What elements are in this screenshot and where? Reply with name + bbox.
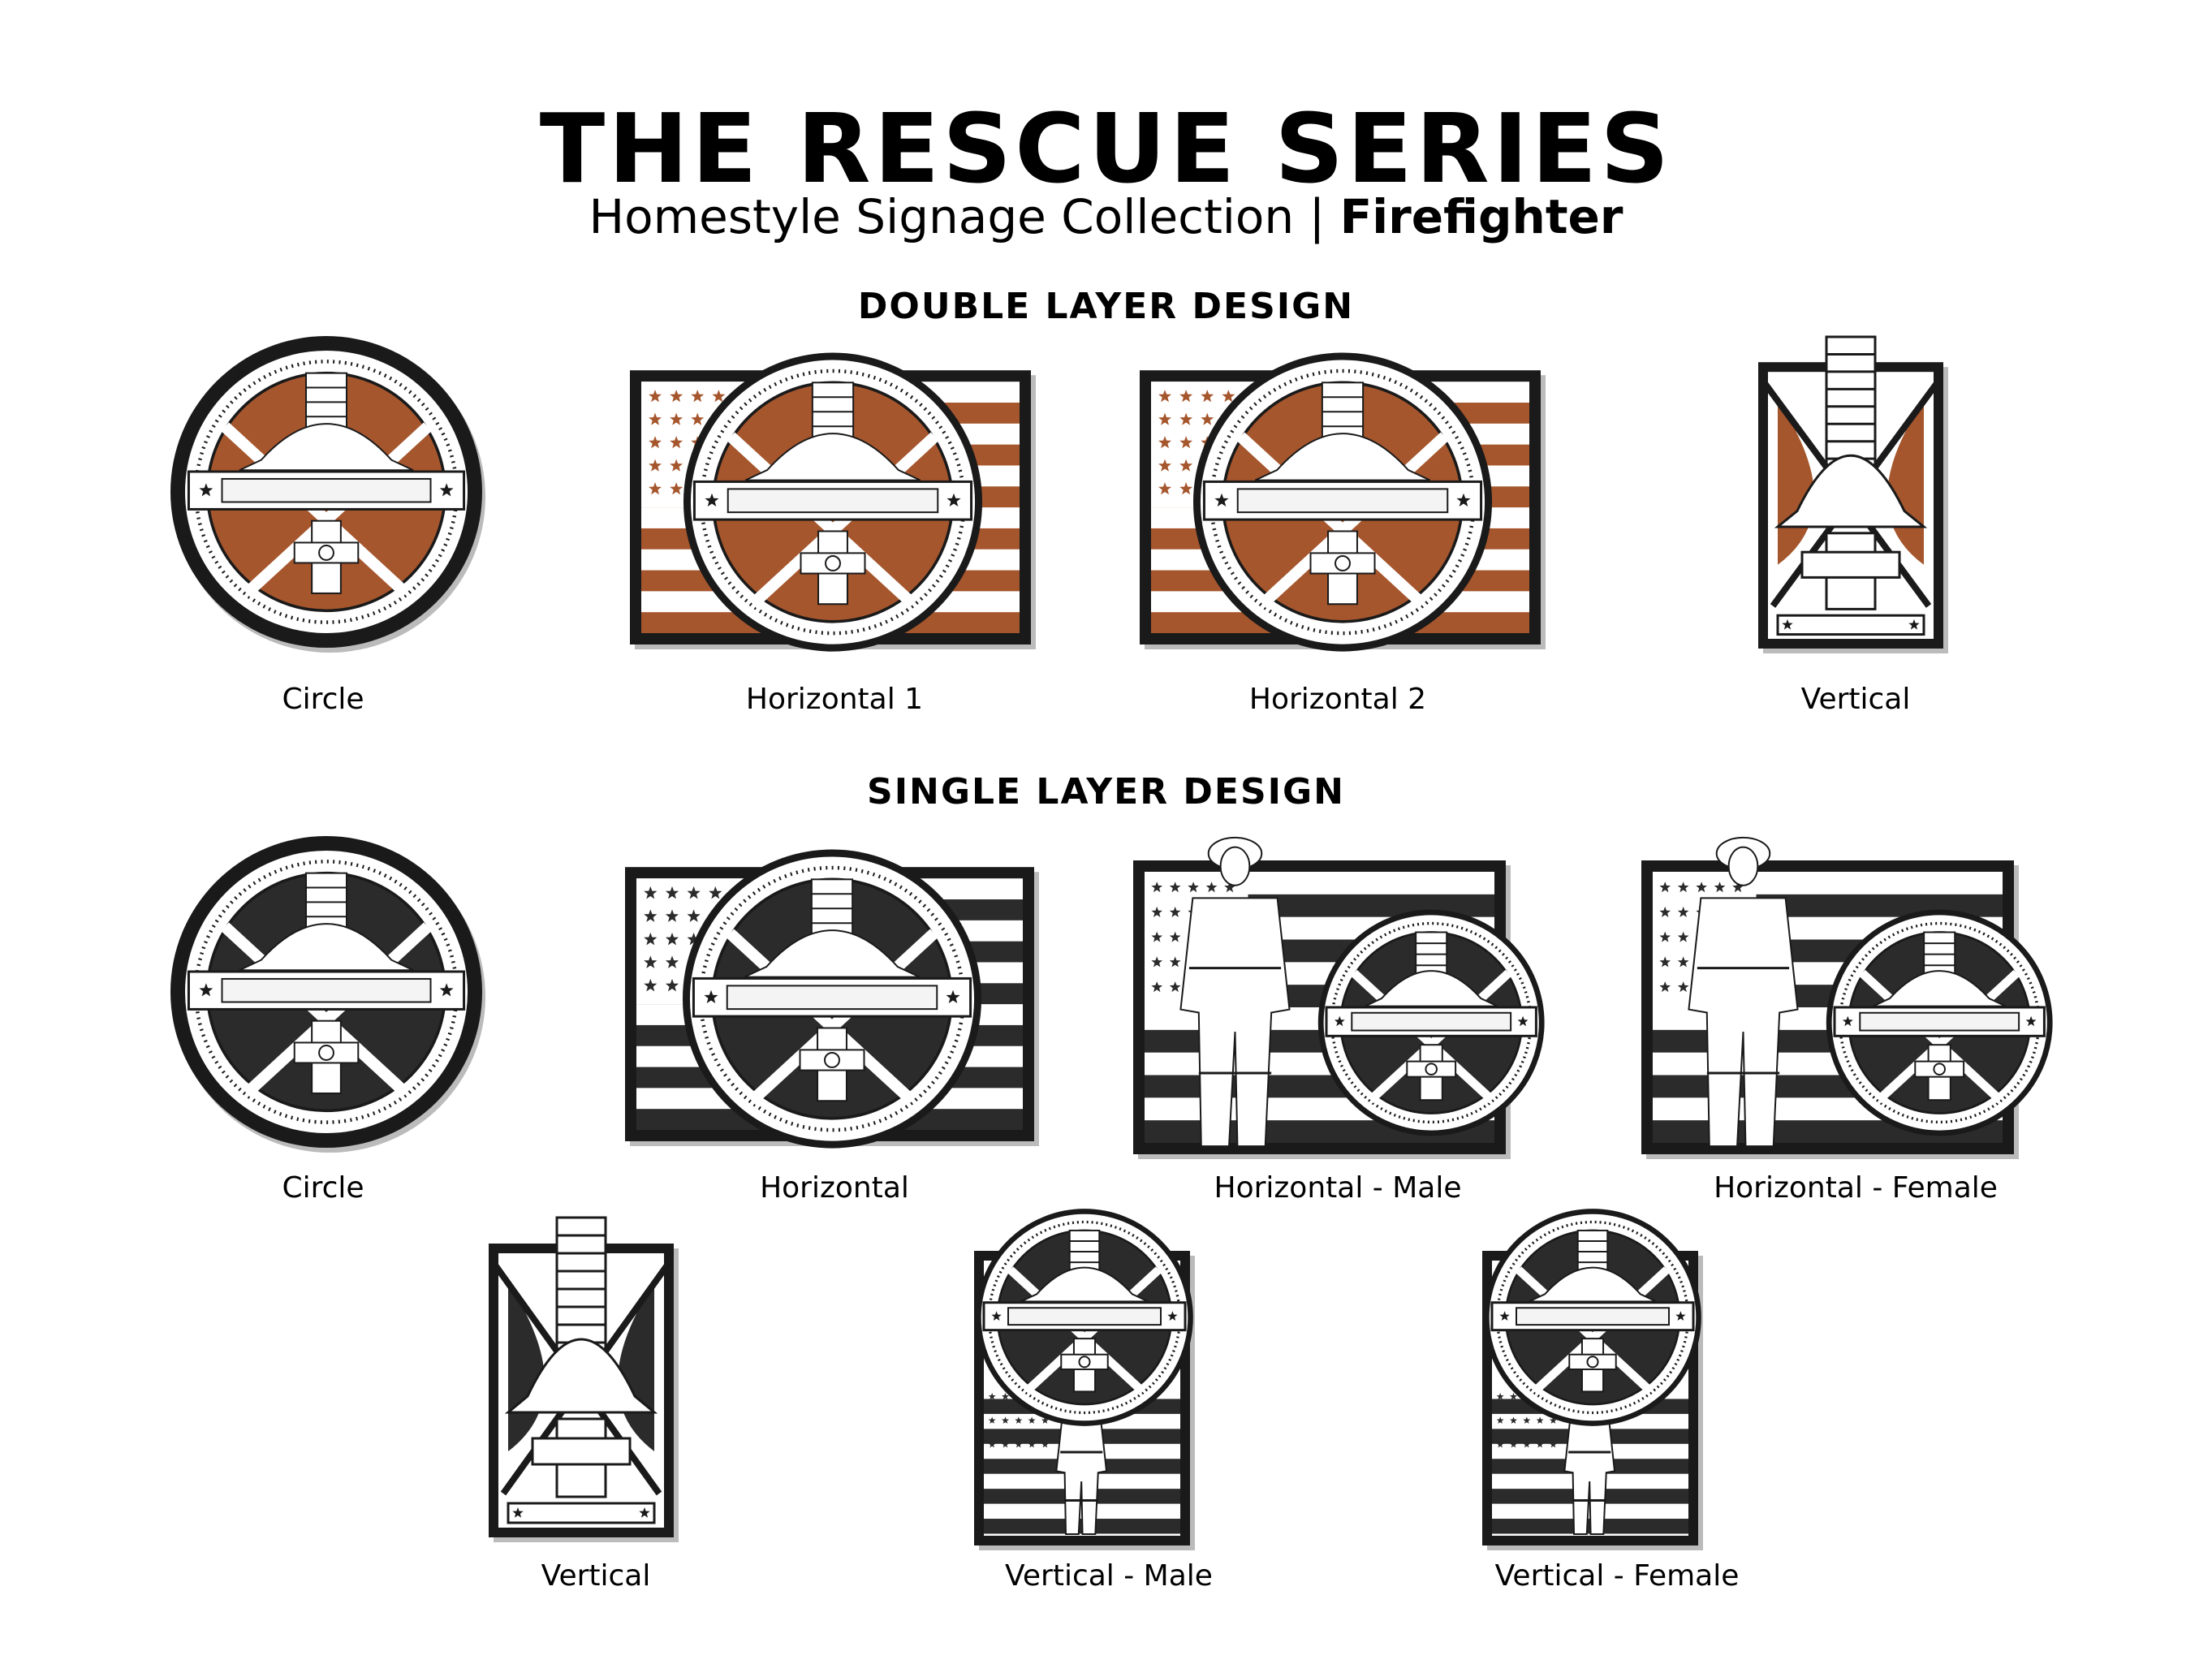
page-title: THE RESCUE SERIES xyxy=(539,93,1673,205)
sign-artwork xyxy=(625,849,1039,1149)
sign-artwork xyxy=(170,336,485,653)
sign-single-circle[interactable] xyxy=(169,834,485,1153)
label-double-circle: Circle xyxy=(282,683,364,716)
sign-single-vertical[interactable] xyxy=(459,1216,703,1542)
sign-single-vertical-male[interactable] xyxy=(974,1209,1195,1550)
page-subtitle: Homestyle Signage Collection | Firefight… xyxy=(0,188,2212,245)
label-single-vertical-male: Vertical - Male xyxy=(1005,1559,1213,1593)
sign-artwork xyxy=(630,352,1036,652)
sign-artwork xyxy=(1758,335,1948,653)
label-single-vertical: Vertical xyxy=(541,1559,651,1593)
sign-single-horizontal-female[interactable] xyxy=(1641,834,2055,1159)
sign-single-horizontal-male[interactable] xyxy=(1133,834,1547,1159)
section-heading-single: SINGLE LAYER DESIGN xyxy=(867,771,1345,813)
sign-double-vertical[interactable] xyxy=(1729,335,1973,653)
sign-double-circle[interactable] xyxy=(169,334,485,653)
sign-artwork xyxy=(1641,836,2053,1159)
sign-single-horizontal[interactable] xyxy=(625,836,1039,1149)
label-double-vertical: Vertical xyxy=(1800,683,1911,716)
sign-artwork xyxy=(1140,352,1546,652)
sign-single-vertical-female[interactable] xyxy=(1482,1209,1703,1550)
sign-artwork xyxy=(170,836,485,1153)
subtitle-emphasis: Firefighter xyxy=(1339,189,1623,244)
sign-artwork xyxy=(489,1216,679,1542)
section-heading-double: DOUBLE LAYER DESIGN xyxy=(857,286,1355,327)
label-single-circle: Circle xyxy=(282,1171,364,1205)
label-double-horizontal-2: Horizontal 2 xyxy=(1248,683,1427,716)
subtitle-text: Homestyle Signage Collection | xyxy=(589,189,1340,244)
sign-artwork xyxy=(1133,836,1545,1159)
sign-double-horizontal-1[interactable] xyxy=(630,339,1036,652)
label-single-vertical-female: Vertical - Female xyxy=(1494,1559,1740,1593)
label-single-horizontal-female: Horizontal - Female xyxy=(1714,1171,1998,1205)
label-double-horizontal-1: Horizontal 1 xyxy=(745,683,924,716)
label-single-horizontal: Horizontal xyxy=(760,1171,909,1205)
sign-artwork xyxy=(1482,1209,1703,1550)
label-single-horizontal-male: Horizontal - Male xyxy=(1214,1171,1462,1205)
sign-artwork xyxy=(974,1209,1195,1550)
sign-double-horizontal-2[interactable] xyxy=(1140,339,1546,652)
